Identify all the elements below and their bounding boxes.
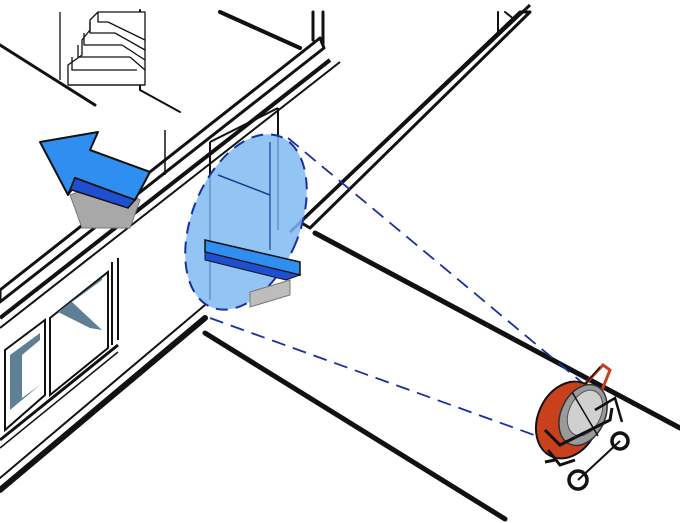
fan-icon — [534, 363, 630, 491]
air-flow-line-bottom — [209, 317, 549, 441]
staircase — [59, 11, 146, 86]
floor-slab — [0, 3, 532, 329]
building — [0, 3, 532, 493]
curb-line-far — [312, 230, 680, 431]
curb-line-near — [202, 330, 508, 522]
direction-arrow — [39, 131, 151, 229]
arrow-icon — [249, 279, 291, 308]
air-through-window-arrow — [204, 239, 302, 308]
building-base — [0, 304, 208, 493]
air-flow-line-top — [287, 137, 586, 386]
ground-lines — [202, 230, 680, 522]
windows — [0, 258, 119, 449]
